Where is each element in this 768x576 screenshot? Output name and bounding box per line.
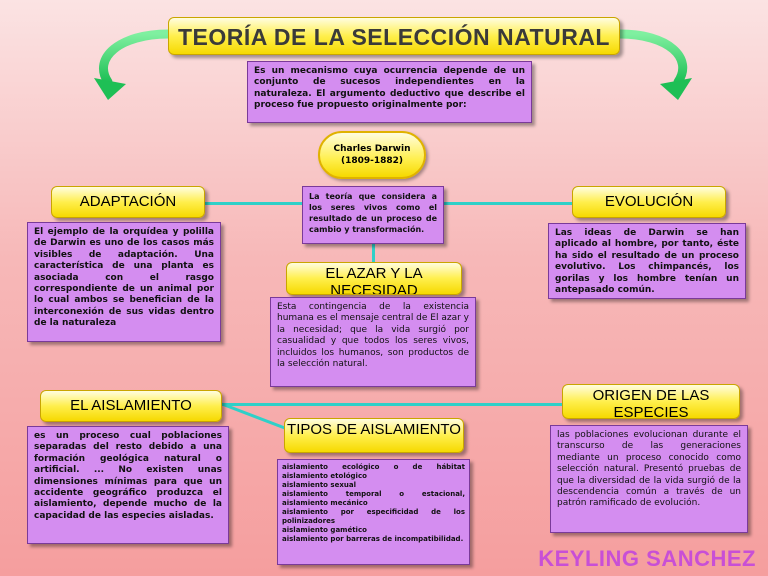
right-curved-arrow-icon <box>615 29 692 100</box>
aislamiento-text: es un proceso cual poblaciones separadas… <box>27 426 229 544</box>
adaptacion-text: El ejemplo de la orquídea y polilla de D… <box>27 222 221 342</box>
tipos-item: aislamiento por barreras de incompatibil… <box>282 535 464 543</box>
connector-center-vertical <box>372 244 375 264</box>
darwin-node: Charles Darwin (1809-1882) <box>318 131 426 179</box>
origen-heading: ORIGEN DE LAS ESPECIES <box>562 384 740 419</box>
tipos-item: aislamiento ecológico o de hábitat aisla… <box>282 463 465 480</box>
tipos-item: aislamiento sexual <box>282 481 356 489</box>
darwin-years: (1809-1882) <box>340 156 404 166</box>
tipos-list: aislamiento ecológico o de hábitat aisla… <box>277 459 470 565</box>
left-curved-arrow-icon <box>94 29 173 100</box>
azar-heading: EL AZAR Y LA NECESIDAD <box>286 262 462 295</box>
origen-text: las poblaciones evolucionan durante el t… <box>550 425 748 533</box>
intro-box: Es un mecanismo cuya ocurrencia depende … <box>247 61 532 123</box>
connector-bottom-horizontal <box>222 403 564 406</box>
tipos-item: aislamiento por especificidad de los pol… <box>282 508 465 525</box>
evolucion-heading: EVOLUCIÓN <box>572 186 726 218</box>
tipos-heading: TIPOS DE AISLAMIENTO <box>284 418 464 453</box>
adaptacion-heading: ADAPTACIÓN <box>51 186 205 218</box>
evolucion-text: Las ideas de Darwin se han aplicado al h… <box>548 223 746 299</box>
author-name: KEYLING SANCHEZ <box>538 546 756 571</box>
tipos-item: aislamiento gamético <box>282 526 367 534</box>
aislamiento-heading: EL AISLAMIENTO <box>40 390 222 422</box>
page-title: TEORÍA DE LA SELECCIÓN NATURAL <box>168 17 620 55</box>
azar-text: Esta contingencia de la existencia human… <box>270 297 476 387</box>
darwin-name: Charles Darwin <box>333 144 411 154</box>
tipos-item: aislamiento temporal o estacional, aisla… <box>282 490 465 507</box>
theory-box: La teoría que considera a los seres vivo… <box>302 186 444 244</box>
